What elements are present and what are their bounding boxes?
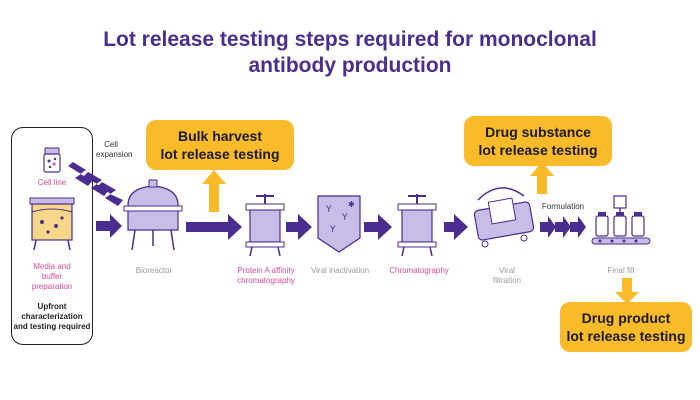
- viral-filtration-line2: filtration: [492, 276, 521, 285]
- chromatography-column-icon: [397, 194, 437, 257]
- bulk-harvest-up-arrow: [202, 170, 226, 212]
- arrow-bioreactor-to-protein-a: [186, 214, 242, 240]
- drug-product-callout: Drug product lot release testing: [560, 302, 692, 352]
- svg-text:Y: Y: [341, 213, 348, 223]
- viral-inactivation-label: Viral inactivation: [310, 266, 370, 275]
- drug-product-line2: lot release testing: [566, 328, 686, 344]
- arrow-chromatography-to-viral-filtration: [444, 214, 468, 240]
- svg-text:✱: ✱: [348, 200, 355, 209]
- viral-filtration-unit-icon: [473, 187, 535, 248]
- media-line1: Media and: [33, 262, 71, 271]
- media-line2: buffer: [41, 272, 63, 281]
- svg-text:Y: Y: [325, 205, 332, 215]
- drug-product-line1: Drug product: [581, 310, 671, 326]
- svg-text:Y: Y: [329, 225, 336, 235]
- drug-substance-line2: lot release testing: [478, 142, 598, 158]
- diagram-title-line1: Lot release testing steps required for m…: [103, 28, 597, 51]
- final-fill-line-icon: [591, 195, 651, 245]
- bulk-harvest-callout: Bulk harvest lot release testing: [146, 120, 294, 170]
- cell-line-label: Cell line: [37, 178, 67, 187]
- bioreactor-icon: [123, 179, 183, 251]
- bulk-harvest-line1: Bulk harvest: [177, 128, 263, 144]
- media-tank-icon: [29, 197, 75, 251]
- cell-expansion-line1: Cell: [104, 140, 118, 149]
- cell-expansion-arrows: [68, 162, 123, 206]
- cell-expansion-line2: expansion: [96, 150, 133, 159]
- upfront-box: [11, 127, 93, 345]
- cell-expansion-label: Cell expansion: [96, 140, 133, 160]
- media-line3: preparation: [31, 282, 73, 291]
- viral-filtration-label: Viral filtration: [482, 266, 532, 286]
- arrow-viral-inactivation-to-chromatography: [364, 214, 392, 240]
- bulk-harvest-line2: lot release testing: [160, 146, 280, 162]
- upfront-line1: Upfront: [37, 302, 67, 311]
- protein-a-column-icon: [245, 194, 285, 257]
- formulation-label: Formulation: [541, 202, 585, 211]
- protein-a-line2: chromatography: [237, 276, 295, 285]
- upfront-label: Upfront characterization and testing req…: [12, 302, 92, 332]
- arrow-media-to-bioreactor: [96, 214, 122, 238]
- drug-substance-up-arrow: [530, 162, 554, 194]
- flow-arrows: [96, 214, 586, 240]
- drug-product-down-arrow: [615, 278, 639, 304]
- diagram-title-line2: antibody production: [248, 54, 452, 77]
- media-label: Media and buffer preparation: [18, 262, 86, 292]
- bioreactor-label: Bioreactor: [135, 266, 173, 275]
- upfront-line2: characterization: [21, 312, 83, 321]
- viral-inactivation-vessel-icon: Y Y Y ✱: [317, 195, 361, 253]
- upfront-line3: and testing required: [13, 322, 91, 331]
- drug-substance-callout: Drug substance lot release testing: [464, 116, 612, 166]
- viral-filtration-line1: Viral: [499, 266, 515, 275]
- drug-substance-line1: Drug substance: [485, 124, 591, 140]
- protein-a-line1: Protein A affinity: [237, 266, 295, 275]
- final-fill-label: Final fill: [607, 266, 635, 275]
- chromatography-label: Chromatography: [389, 266, 449, 275]
- protein-a-label: Protein A affinity chromatography: [226, 266, 306, 286]
- cell-line-vial-icon: [43, 147, 61, 173]
- arrow-protein-a-to-viral-inactivation: [286, 214, 312, 240]
